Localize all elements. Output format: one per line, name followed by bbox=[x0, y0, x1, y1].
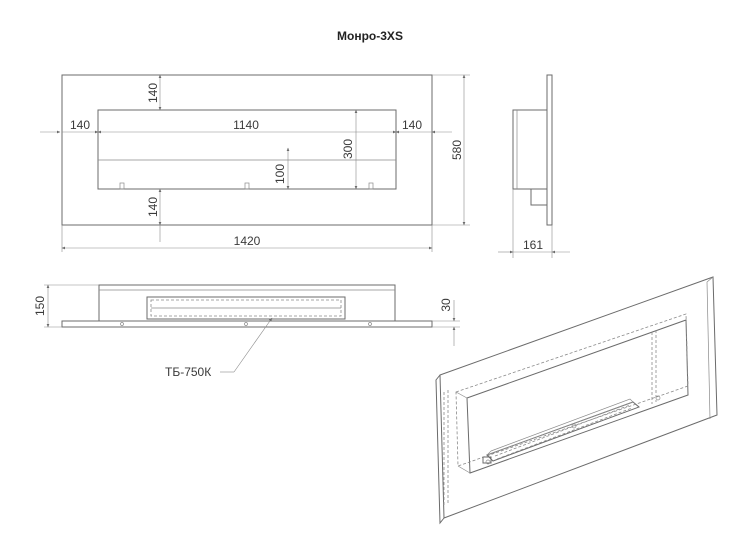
front-tab-left bbox=[119, 182, 125, 190]
side-burner-block bbox=[530, 188, 548, 206]
side-body bbox=[512, 109, 548, 190]
front-view: 140 1140 140 140 140 300 100 1420 580 bbox=[40, 74, 470, 252]
top-frame bbox=[61, 320, 433, 328]
side-view: 161 bbox=[498, 74, 570, 258]
dim-top: 140 bbox=[146, 83, 160, 103]
dim-overall-width: 1420 bbox=[234, 234, 261, 248]
top-burner-tray bbox=[146, 296, 346, 320]
dim-depth: 161 bbox=[523, 238, 543, 252]
dim-opening-height: 300 bbox=[341, 139, 355, 159]
front-tab-right bbox=[368, 182, 374, 190]
top-view: 150 30 ТБ-750К bbox=[33, 284, 460, 379]
drawing-title: Монро-3XS bbox=[337, 29, 403, 43]
isometric-view bbox=[435, 276, 718, 525]
top-body bbox=[98, 284, 396, 322]
dim-frame-thickness: 30 bbox=[439, 298, 453, 312]
burner-label: ТБ-750К bbox=[165, 365, 211, 379]
dim-burner-height: 100 bbox=[273, 164, 287, 184]
dim-top-height: 150 bbox=[33, 296, 47, 316]
front-tab-middle bbox=[244, 182, 250, 190]
dim-right-side: 140 bbox=[402, 118, 422, 132]
dim-opening-width: 1140 bbox=[233, 118, 259, 132]
iso-opening-outline bbox=[466, 319, 689, 474]
dim-left-side: 140 bbox=[70, 118, 90, 132]
dim-bottom: 140 bbox=[146, 197, 160, 217]
side-frame bbox=[546, 74, 553, 226]
dim-overall-height: 580 bbox=[450, 140, 464, 160]
iso-frame-outline bbox=[439, 276, 718, 519]
front-frame-outline bbox=[61, 74, 433, 226]
